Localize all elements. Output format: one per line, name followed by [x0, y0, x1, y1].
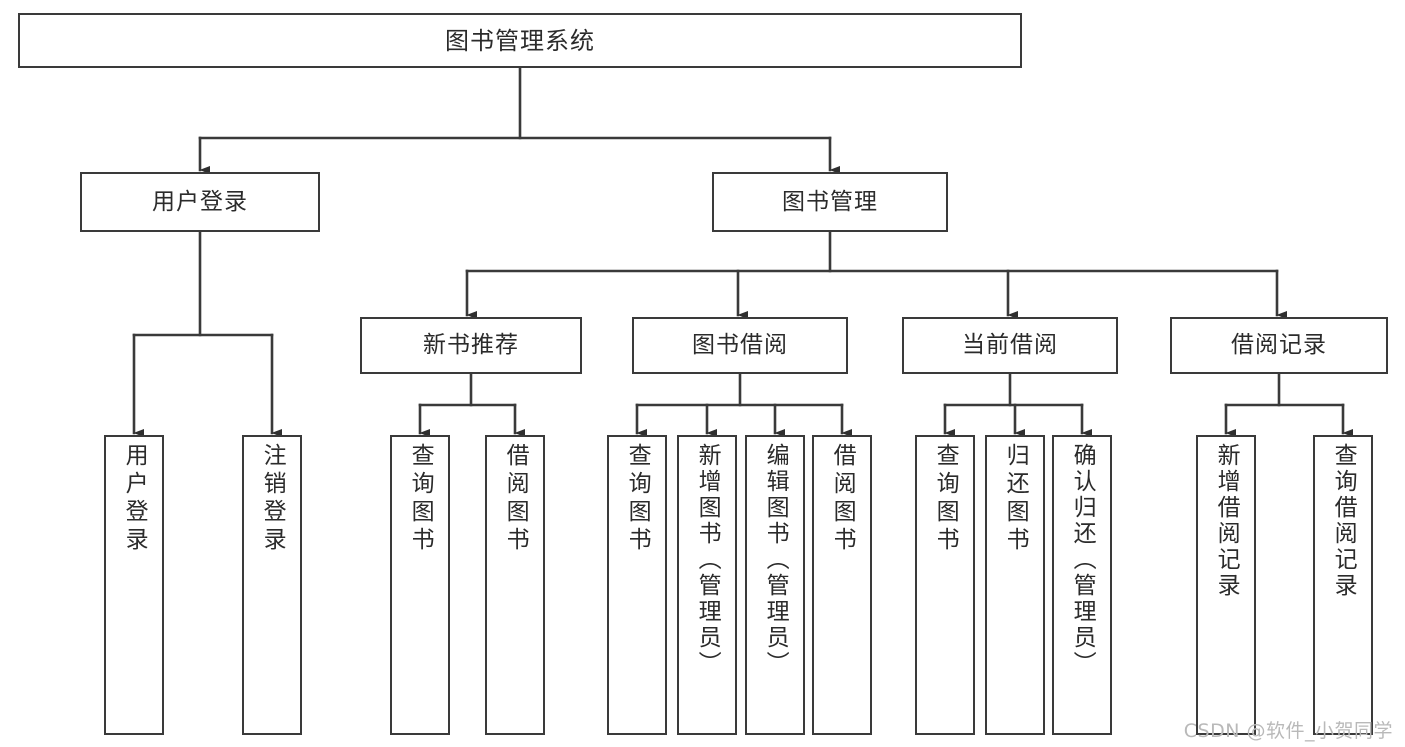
node-current-borrow[interactable]: 当前借阅 [902, 317, 1118, 374]
node-borrow-record[interactable]: 借阅记录 [1170, 317, 1388, 374]
node-label: 编辑图书（管理员） [762, 443, 789, 677]
leaf-confirm-return-admin[interactable]: 确认归还（管理员） [1052, 435, 1112, 735]
node-root-system[interactable]: 图书管理系统 [18, 13, 1022, 68]
node-label: 借阅图书 [502, 443, 529, 555]
node-label: 借阅图书 [829, 443, 856, 555]
node-book-borrow[interactable]: 图书借阅 [632, 317, 848, 374]
leaf-add-book-admin[interactable]: 新增图书（管理员） [677, 435, 737, 735]
node-label: 查询图书 [932, 443, 959, 555]
leaf-logout[interactable]: 注销登录 [242, 435, 302, 735]
node-label: 查询图书 [407, 443, 434, 555]
connector-group-root [198, 66, 841, 175]
node-label: 查询图书 [624, 443, 651, 555]
leaf-edit-book-admin[interactable]: 编辑图书（管理员） [745, 435, 805, 735]
leaf-query-book-borrow[interactable]: 查询图书 [607, 435, 667, 735]
leaf-add-borrow-record[interactable]: 新增借阅记录 [1196, 435, 1256, 735]
node-label: 图书管理 [782, 188, 878, 215]
leaf-query-borrow-record[interactable]: 查询借阅记录 [1313, 435, 1373, 735]
node-label: 归还图书 [1002, 443, 1029, 555]
node-book-management[interactable]: 图书管理 [712, 172, 948, 232]
node-label: 当前借阅 [962, 332, 1058, 358]
connector-group-borrow [635, 372, 853, 438]
node-label: 图书管理系统 [445, 26, 595, 55]
node-label: 确认归还（管理员） [1069, 443, 1096, 677]
node-new-book-recommend[interactable]: 新书推荐 [360, 317, 582, 374]
node-label: 新增图书（管理员） [694, 443, 721, 677]
connector-group-user-login [132, 230, 283, 438]
leaf-user-login[interactable]: 用户登录 [104, 435, 164, 735]
leaf-query-book-new[interactable]: 查询图书 [390, 435, 450, 735]
node-label: 查询借阅记录 [1330, 443, 1357, 599]
connector-group-new-books [418, 372, 526, 438]
leaf-return-book[interactable]: 归还图书 [985, 435, 1045, 735]
node-label: 图书借阅 [692, 332, 788, 358]
connector-group-borrow-record [1224, 372, 1354, 438]
node-label: 新增借阅记录 [1213, 443, 1240, 599]
node-label: 新书推荐 [423, 332, 519, 358]
leaf-query-book-current[interactable]: 查询图书 [915, 435, 975, 735]
watermark-text: CSDN @软件_小贺同学 [1183, 720, 1393, 742]
node-label: 注销登录 [259, 443, 286, 555]
node-user-login[interactable]: 用户登录 [80, 172, 320, 232]
connector-group-book-mgmt [465, 230, 1288, 320]
leaf-borrow-book-new[interactable]: 借阅图书 [485, 435, 545, 735]
leaf-borrow-book[interactable]: 借阅图书 [812, 435, 872, 735]
connector-group-current-borrow [943, 372, 1093, 438]
node-label: 用户登录 [152, 188, 248, 215]
node-label: 用户登录 [121, 443, 148, 555]
node-label: 借阅记录 [1231, 332, 1327, 358]
